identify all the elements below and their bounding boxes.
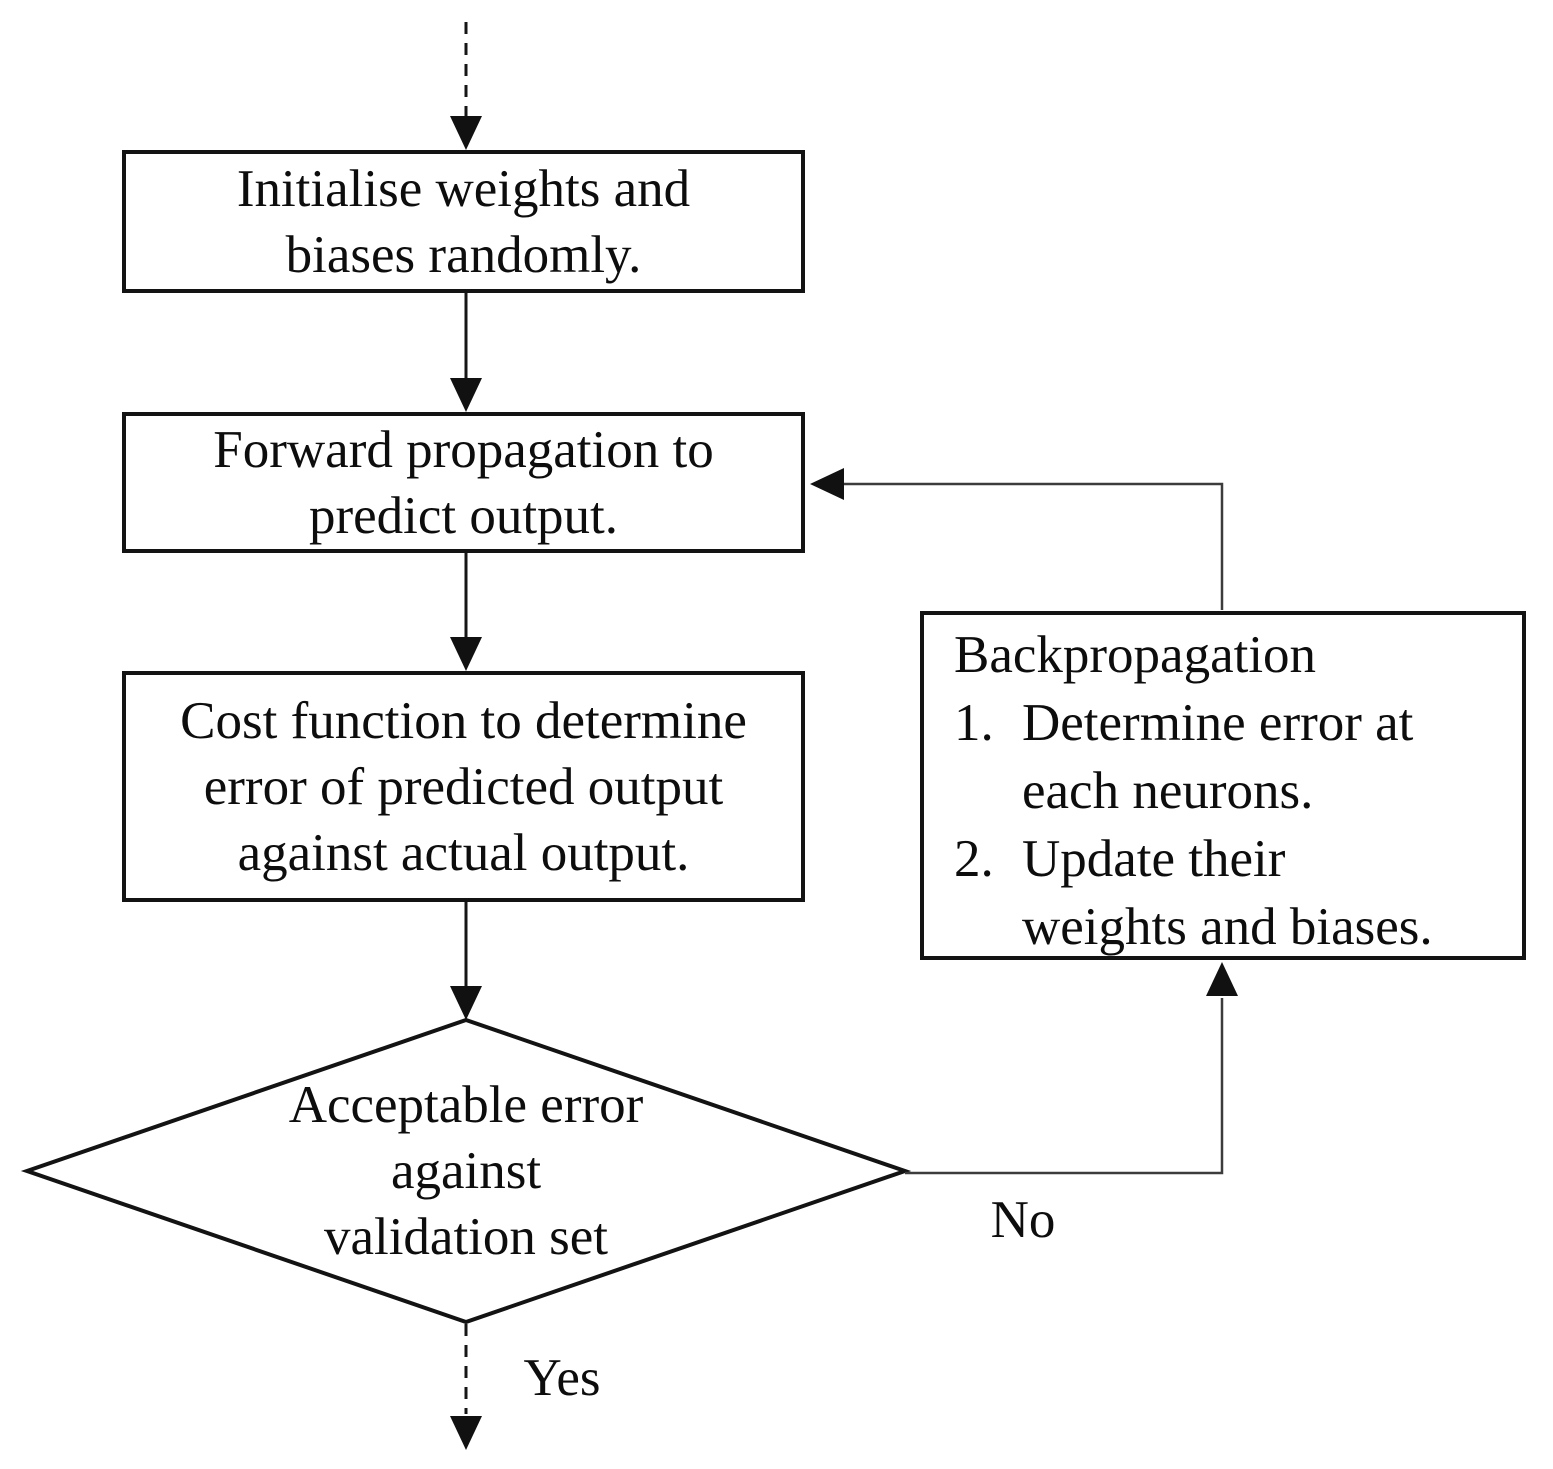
step-number: 2. (954, 830, 994, 888)
edge-label-no: No (990, 1191, 1056, 1249)
step-text-line: weights and biases. (1022, 898, 1433, 956)
decision-line: validation set (323, 1208, 609, 1266)
decision-line: against (390, 1142, 542, 1200)
step-text: Update their weights and biases. (1022, 825, 1433, 961)
step-number: 1. (954, 694, 994, 752)
node-forward-line: predict output. (308, 486, 619, 545)
node-initialise: Initialise weights and biases randomly. (122, 150, 805, 293)
loop-edge (842, 482, 1224, 610)
node-cost-line: Cost function to determine (180, 691, 747, 750)
loop-arrowhead-left-icon (810, 468, 844, 500)
node-backpropagation: Backpropagation 1. Determine error at ea… (920, 611, 1526, 960)
entry-arrowhead-down-icon (450, 116, 482, 150)
no-arrowhead-up-icon (1206, 962, 1238, 996)
arrowhead-down-icon (450, 986, 482, 1020)
edge-label-yes: Yes (523, 1349, 601, 1407)
decision-line: Acceptable error (288, 1076, 644, 1134)
decision-diamond-shape (20, 1017, 912, 1325)
node-cost-line: against actual output. (237, 823, 690, 882)
node-cost-line: error of predicted output (203, 757, 724, 816)
no-edge (905, 998, 1224, 1175)
exit-arrowhead-down-icon (450, 1416, 482, 1450)
backpropagation-title: Backpropagation (954, 626, 1317, 684)
node-forward-propagation: Forward propagation to predict output. (122, 412, 805, 553)
step-text-line: each neurons. (1022, 762, 1314, 820)
step-text-line: Determine error at (1022, 694, 1414, 752)
decision-diamond-label: Acceptable error against validation set (206, 1072, 726, 1270)
node-initialise-line: Initialise weights and (236, 159, 691, 218)
node-forward-line: Forward propagation to (213, 420, 714, 479)
step-text: Determine error at each neurons. (1022, 689, 1413, 825)
node-initialise-line: biases randomly. (285, 225, 642, 284)
arrowhead-down-icon (450, 637, 482, 671)
node-cost-function: Cost function to determine error of pred… (122, 671, 805, 902)
step-text-line: Update their (1022, 830, 1286, 888)
backpropagation-step-2: 2. Update their weights and biases. (954, 825, 1433, 961)
arrowhead-down-icon (450, 378, 482, 412)
backpropagation-step-1: 1. Determine error at each neurons. (954, 689, 1413, 825)
